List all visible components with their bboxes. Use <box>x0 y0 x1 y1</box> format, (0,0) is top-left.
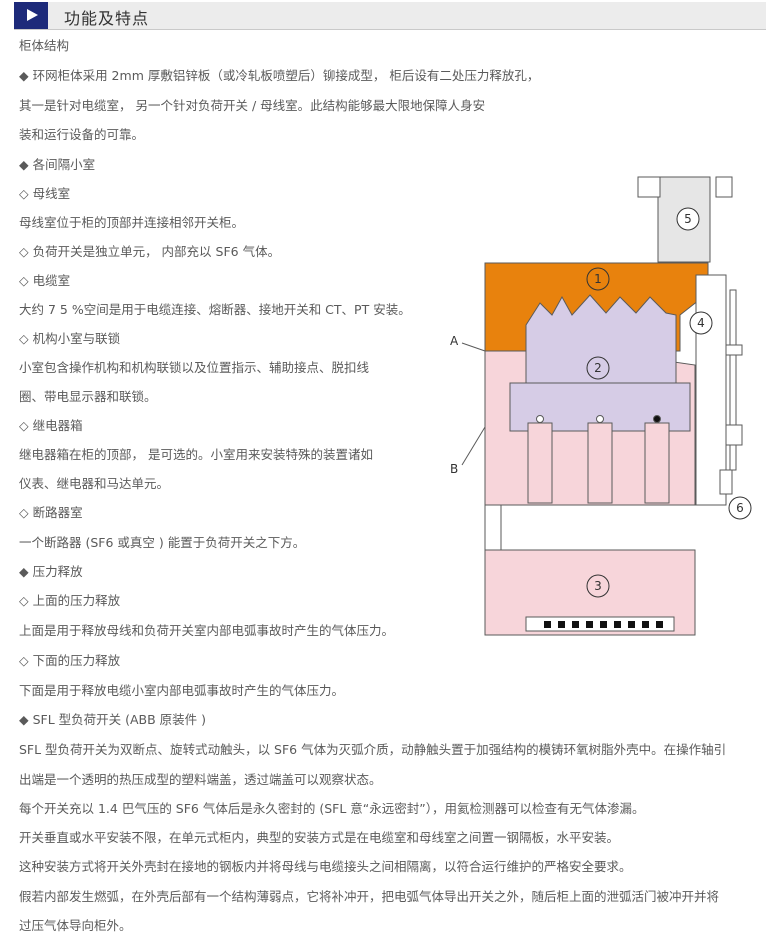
text-line: 开关垂直或水平安装不限，在单元式柜内，典型的安装方式是在电缆室和母线室之间置一钢… <box>19 830 620 845</box>
section-title: 功能及特点 <box>64 9 150 28</box>
text-line: ◇ 负荷开关是独立单元， 内部充以 SF6 气体。 <box>19 244 281 259</box>
text-line: ◆ 环网柜体采用 2mm 厚敷铝锌板（或冷轧板喷塑后）铆接成型， 柜后设有二处压… <box>19 68 540 83</box>
contact-3 <box>653 415 661 423</box>
label-a: A <box>450 334 459 348</box>
svg-text:4: 4 <box>697 316 705 330</box>
svg-text:1: 1 <box>594 272 602 286</box>
arrow-b <box>461 426 486 466</box>
lower-left-cut <box>484 504 502 551</box>
text-line: 过压气体导向柜外。 <box>19 918 132 933</box>
mechanism-knob-2 <box>725 424 743 446</box>
trench-slots <box>544 621 663 628</box>
text-line: ◇ 断路器室 <box>19 505 83 520</box>
fuse-2 <box>587 422 613 504</box>
text-line: ◇ 电缆室 <box>19 273 71 288</box>
marker-3: 3 <box>586 574 610 598</box>
text-line: 一个断路器 (SF6 或真空 ) 能置于负荷开关之下方。 <box>19 535 306 550</box>
label-b: B <box>450 462 458 476</box>
text-line: 其一是针对电缆室， 另一个针对负荷开关 / 母线室。此结构能够最大限地保障人身安 <box>19 98 486 113</box>
marker-6: 6 <box>728 496 752 520</box>
text-line: ◇ 继电器箱 <box>19 418 83 433</box>
fuse-3 <box>644 422 670 504</box>
text-line: 装和运行设备的可靠。 <box>19 127 145 142</box>
mechanism-knob-3 <box>719 469 733 495</box>
contact-2 <box>596 415 604 423</box>
marker-1: 1 <box>586 267 610 291</box>
text-line: 柜体结构 <box>19 38 70 53</box>
switchgear-diagram: A B 1 2 3 4 5 6 <box>450 176 752 636</box>
relay-box-top <box>637 176 661 198</box>
svg-text:2: 2 <box>594 361 602 375</box>
text-line: 假若内部发生燃弧，在外壳后部有一个结构薄弱点，它将补冲开，把电弧气体导出开关之外… <box>19 889 720 904</box>
marker-2: 2 <box>586 356 610 380</box>
text-line: ◇ 下面的压力释放 <box>19 653 121 668</box>
text-line: 这种安装方式将开关外壳封在接地的钢板内并将母线与电缆接头之间相隔离，以符合运行维… <box>19 859 632 874</box>
text-line: ◇ 机构小室与联锁 <box>19 331 121 346</box>
section-header: 功能及特点 <box>14 2 766 30</box>
arrow-a <box>461 342 486 352</box>
text-line: 下面是用于释放电缆小室内部电弧事故时产生的气体压力。 <box>19 683 345 698</box>
text-line: SFL 型负荷开关为双断点、旋转式动触头，以 SF6 气体为灭弧介质，动静触头置… <box>19 742 727 757</box>
text-line: 母线室位于柜的顶部并连接相邻开关柜。 <box>19 215 245 230</box>
text-line: 上面是用于释放母线和负荷开关室内部电弧事故时产生的气体压力。 <box>19 623 395 638</box>
text-line: 出端是一个透明的热压成型的塑料端盖，透过端盖可以观察状态。 <box>19 772 382 787</box>
text-line: ◆ SFL 型负荷开关 (ABB 原装件 ) <box>19 712 207 727</box>
svg-text:5: 5 <box>684 212 692 226</box>
mechanism-knob-1 <box>725 344 743 356</box>
text-line: 圈、带电显示器和联锁。 <box>19 389 157 404</box>
text-line: ◇ 上面的压力释放 <box>19 593 121 608</box>
play-icon <box>14 2 48 29</box>
contact-1 <box>536 415 544 423</box>
svg-text:6: 6 <box>736 501 744 515</box>
text-line: 每个开关充以 1.4 巴气压的 SF6 气体后是永久密封的 (SFL 意“永远密… <box>19 801 645 816</box>
marker-4: 4 <box>689 311 713 335</box>
relay-box-side <box>715 176 733 198</box>
text-line: 继电器箱在柜的顶部， 是可选的。小室用来安装特殊的装置诸如 <box>19 447 373 462</box>
text-line: ◆ 各间隔小室 <box>19 157 96 172</box>
mechanism-bar <box>729 289 737 471</box>
marker-5: 5 <box>676 207 700 231</box>
svg-text:3: 3 <box>594 579 602 593</box>
load-switch <box>525 294 677 411</box>
text-line: ◆ 压力释放 <box>19 564 83 579</box>
text-line: 仪表、继电器和马达单元。 <box>19 476 170 491</box>
fuse-1 <box>527 422 553 504</box>
text-line: 小室包含操作机构和机构联锁以及位置指示、辅助接点、脱扣线 <box>19 360 370 375</box>
text-line: 大约 7 5 %空间是用于电缆连接、熔断器、接地开关和 CT、PT 安装。 <box>19 302 411 317</box>
text-line: ◇ 母线室 <box>19 186 71 201</box>
